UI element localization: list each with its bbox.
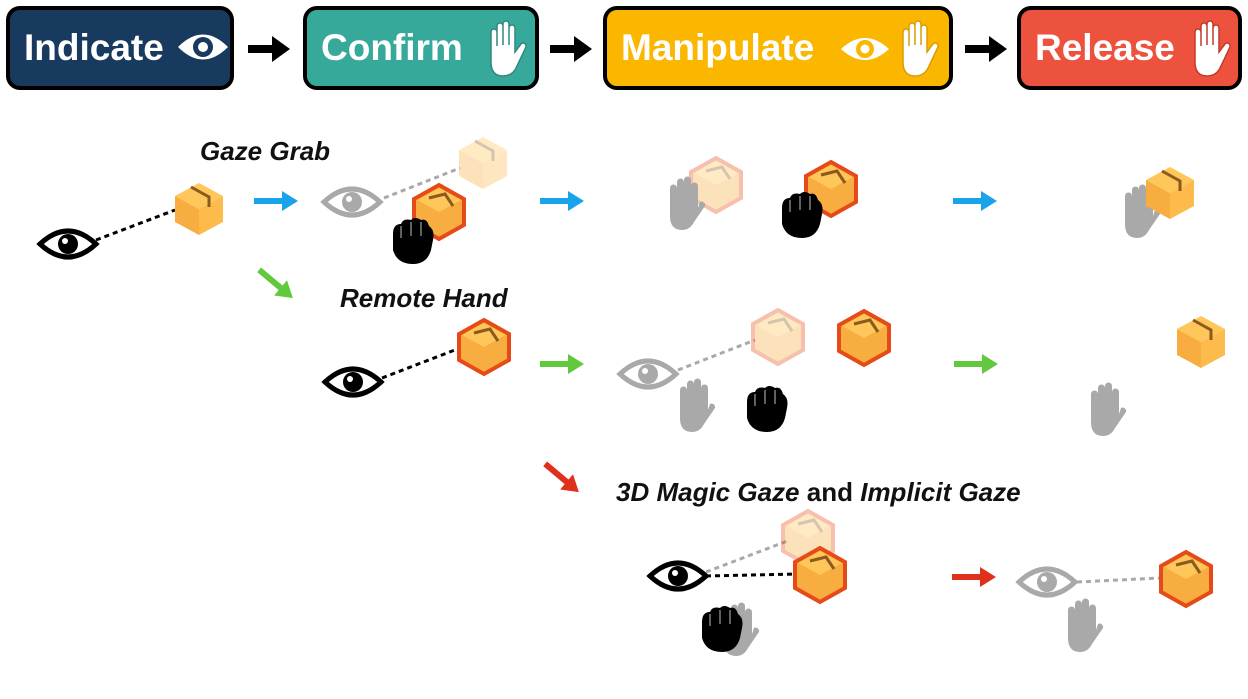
phase-arrow-icon xyxy=(965,36,1007,62)
remote-hand-row xyxy=(325,308,1227,500)
phase-arrow-icon xyxy=(248,36,290,62)
magic-gaze-name: 3D Magic Gaze xyxy=(616,477,800,507)
phase-label: Manipulate xyxy=(621,27,815,68)
eye-icon xyxy=(178,34,228,60)
phase-arrow-icon xyxy=(550,36,592,62)
technique-label-gaze-grab: Gaze Grab xyxy=(200,136,331,166)
phase-indicate: Indicate xyxy=(6,6,234,90)
phase-label: Confirm xyxy=(321,27,463,68)
label-join: and xyxy=(806,477,853,507)
phase-confirm: Confirm xyxy=(303,6,539,90)
magic-gaze-row xyxy=(650,509,1213,656)
phase-label: Indicate xyxy=(24,27,164,68)
hand-icon xyxy=(490,20,527,77)
implicit-gaze-name: Implicit Gaze xyxy=(860,477,1021,507)
hand-icon xyxy=(902,20,939,77)
technique-label-magic-gaze: 3D Magic Gaze and Implicit Gaze xyxy=(616,477,1021,508)
eye-icon xyxy=(841,38,889,60)
hand-icon xyxy=(1194,20,1231,77)
phase-manipulate: Manipulate xyxy=(603,6,953,90)
technique-label-remote-hand: Remote Hand xyxy=(340,283,508,313)
phase-release: Release xyxy=(1017,6,1242,90)
phase-label: Release xyxy=(1035,27,1175,68)
gaze-grab-row xyxy=(40,135,1196,306)
